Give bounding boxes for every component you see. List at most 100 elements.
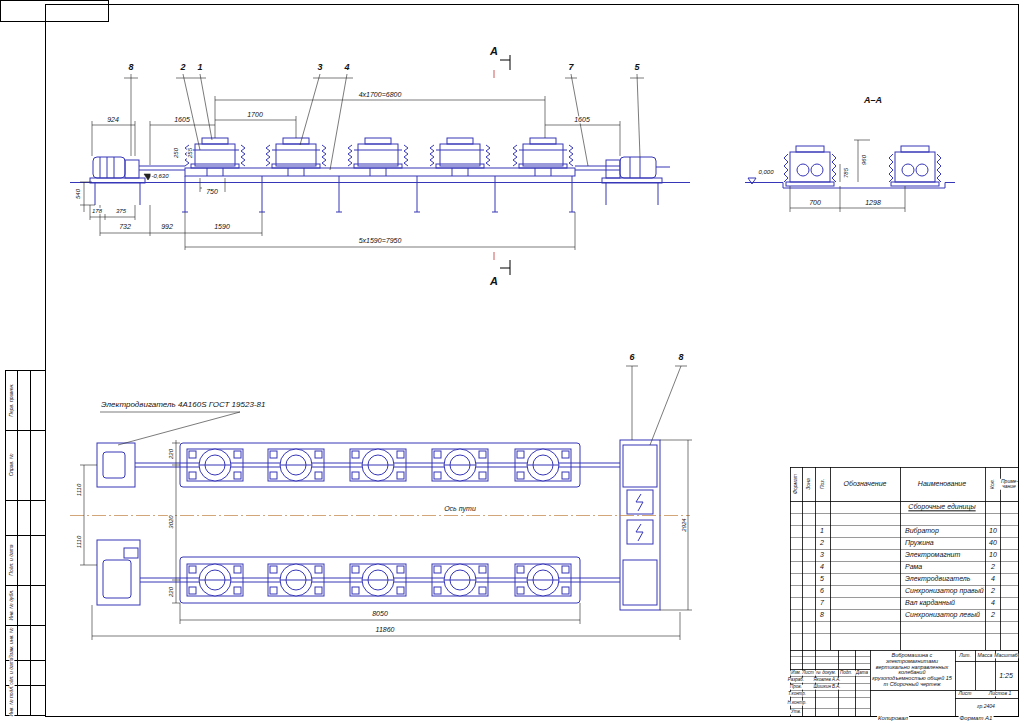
stamp-text: Изм. <box>790 671 802 676</box>
dimension-text: 178 <box>91 208 103 214</box>
stamp-text: гр.2404 <box>976 704 996 709</box>
dimension-text: 375 <box>115 208 127 214</box>
dimension-text: 1590 <box>213 223 231 230</box>
stamp-text: Подп. и дата <box>9 543 14 576</box>
table-cell: Обозначение <box>843 480 888 487</box>
table-cell: 4 <box>990 575 996 582</box>
stamp-text: Перв. примен. <box>9 382 14 417</box>
stamp-text: Копировал <box>877 715 909 721</box>
table-cell: Электромагнит <box>904 551 961 558</box>
table-cell: 2 <box>819 539 825 546</box>
callout-number: 1 <box>196 63 203 72</box>
dimension-text: -0,630 <box>150 173 169 179</box>
dimension-text: 1605 <box>173 116 191 123</box>
table-cell: 5 <box>819 575 825 582</box>
table-cell: Электродвигатель <box>904 575 971 582</box>
table-cell: Кол. <box>990 478 995 490</box>
dimension-text: 1298 <box>864 199 882 206</box>
stamp-text: Яковлев А.А. <box>812 678 841 683</box>
table-cell: Синхронизатор левый <box>904 611 981 618</box>
dimension-text: 11860 <box>375 626 396 633</box>
dimension-text: 924 <box>106 116 120 123</box>
dimension-text: 220 <box>168 586 174 598</box>
dimension-text: 4x1700=6800 <box>358 91 403 98</box>
table-cell: 10 <box>988 551 998 558</box>
callout-number: 6 <box>628 353 635 362</box>
table-cell: 1 <box>819 527 825 534</box>
table-cell: Вибратор <box>904 527 940 534</box>
stamp-text: Утв. <box>790 710 802 715</box>
stamp-text: Лит. <box>958 653 972 658</box>
table-cell: Синхронизатор правый <box>904 587 985 594</box>
dimension-text: 992 <box>160 223 174 230</box>
table-cell: 10 <box>988 527 998 534</box>
stamp-text: Пров. <box>789 685 803 690</box>
dimension-text: 540 <box>75 188 81 200</box>
stamp-text: Взам. инв. № <box>9 627 14 660</box>
callout-number: 7 <box>567 63 574 72</box>
stamp-text: Н.контр. <box>786 701 807 706</box>
dimension-text: 255 <box>187 147 193 159</box>
table-cell: Зона <box>806 477 811 490</box>
stamp-text: 1:25 <box>998 672 1014 679</box>
table-cell: Приме- чание <box>1000 479 1018 490</box>
dimension-text: 1605 <box>573 116 591 123</box>
callout-number: 2 <box>179 63 186 72</box>
section-mark: A <box>489 276 499 288</box>
table-cell: 2 <box>990 563 996 570</box>
stamp-text: Инв. № подл. <box>9 684 14 717</box>
dimension-text: 220 <box>168 448 174 460</box>
stamp-text: Дата <box>855 671 869 676</box>
callout-number: 4 <box>343 63 350 72</box>
stamp-text: Листов 1 <box>988 691 1012 696</box>
dimension-text: 0,000 <box>757 169 774 175</box>
note-text: Ось пути <box>443 505 477 512</box>
table-cell: Вал карданный <box>904 599 956 606</box>
dimension-text: 750 <box>205 188 219 195</box>
callout-number: 8 <box>127 63 134 72</box>
table-cell: Рама <box>904 563 923 570</box>
table-cell: 4 <box>819 563 825 570</box>
stamp-text: Справ. № <box>9 453 14 478</box>
stamp-text: Масштаб <box>993 653 1018 658</box>
table-cell: 2 <box>990 611 996 618</box>
table-cell: 2 <box>990 587 996 594</box>
table-cell: 4 <box>990 599 996 606</box>
dimension-text: 5x1590=7950 <box>358 237 403 244</box>
stamp-text: Вибромашина с электромагнитами вертикаль… <box>871 653 953 688</box>
table-cell: Сборочные единицы <box>907 503 976 510</box>
dimension-text: 250 <box>173 147 179 159</box>
callout-number: 8 <box>677 353 684 362</box>
dimension-text: 1110 <box>76 483 82 497</box>
stamp-text: Лист <box>801 671 815 676</box>
stamp-text: Формат А1 <box>959 715 994 721</box>
table-cell: Поз. <box>820 478 825 490</box>
dimension-text: 8050 <box>371 610 389 617</box>
stamp-text: Подп. <box>839 671 853 676</box>
section-mark: A–A <box>863 96 883 105</box>
stamp-text: Инв. № дубл. <box>9 589 14 622</box>
dimension-text: 1110 <box>76 535 82 549</box>
table-cell: 7 <box>819 599 825 606</box>
section-mark: A <box>489 46 499 58</box>
dimension-text: 3020 <box>168 514 174 529</box>
stamp-text: № докум. <box>815 671 837 676</box>
note-text: Электродвигатель 4А160S ГОСТ 19523-81 <box>100 401 266 409</box>
table-cell: 6 <box>819 587 825 594</box>
dimension-text: 960 <box>861 154 867 166</box>
stamp-text: Масса <box>977 653 994 658</box>
table-cell: Наименование <box>917 480 967 487</box>
callout-number: 3 <box>316 63 323 72</box>
dimension-text: 2924 <box>681 517 687 532</box>
table-cell: Формат <box>793 473 798 495</box>
dimension-text: 1700 <box>246 111 264 118</box>
stamp-text: Лист <box>958 691 973 696</box>
stamp-text: Разраб. <box>787 678 805 683</box>
table-cell: 8 <box>819 611 825 618</box>
table-cell: 3 <box>819 551 825 558</box>
dimension-text: 700 <box>808 199 822 206</box>
dimension-text: 732 <box>118 223 132 230</box>
